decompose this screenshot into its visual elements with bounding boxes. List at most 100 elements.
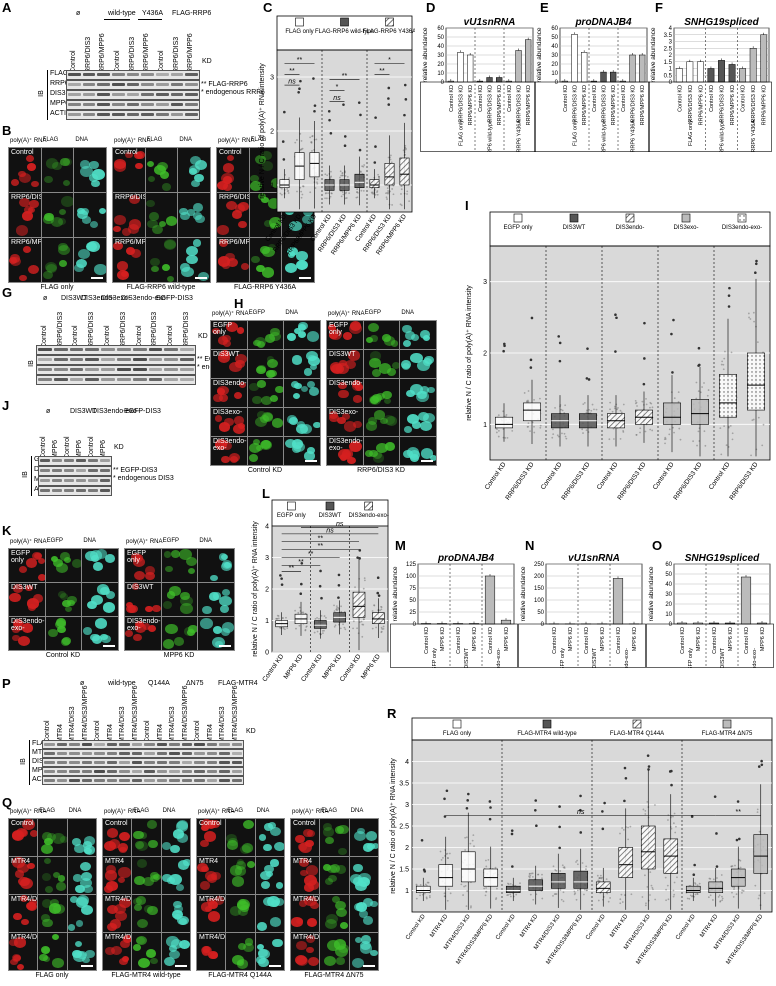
data-point bbox=[339, 170, 342, 173]
cell-nucleus bbox=[417, 360, 431, 371]
blot-band bbox=[97, 73, 110, 76]
micro-tile bbox=[399, 320, 437, 350]
micro-row-label: MTR4/DIS3 bbox=[199, 896, 226, 903]
data-point bbox=[505, 413, 508, 416]
blot-band bbox=[219, 742, 230, 746]
data-point bbox=[651, 429, 654, 432]
cell-nucleus bbox=[365, 336, 374, 344]
outlier-point bbox=[615, 316, 618, 320]
outlier-point bbox=[503, 342, 506, 346]
cell-nucleus bbox=[373, 451, 383, 459]
blot-strip bbox=[42, 758, 244, 767]
data-point bbox=[495, 897, 498, 899]
data-point bbox=[563, 432, 566, 435]
data-point bbox=[758, 830, 761, 833]
cell-nucleus bbox=[146, 160, 154, 167]
cell-nucleus bbox=[147, 625, 156, 633]
cell-nucleus bbox=[92, 169, 106, 180]
data-point bbox=[575, 898, 578, 901]
data-point bbox=[593, 408, 595, 411]
cell-nucleus bbox=[225, 200, 237, 210]
data-point bbox=[485, 890, 488, 893]
legend-label: DIS3WT bbox=[319, 513, 342, 519]
cell-nucleus bbox=[67, 595, 78, 605]
blot-band bbox=[100, 479, 110, 482]
data-point bbox=[341, 191, 344, 193]
cell-nucleus bbox=[176, 833, 189, 843]
blot-band bbox=[144, 751, 155, 755]
data-point bbox=[335, 609, 338, 611]
cell-nucleus bbox=[170, 844, 181, 854]
outlier-point bbox=[376, 576, 380, 580]
cell-nucleus bbox=[347, 350, 361, 361]
data-point bbox=[392, 193, 395, 196]
x-tick-label: Control KD bbox=[563, 85, 569, 112]
cell-nucleus bbox=[299, 858, 310, 867]
data-point bbox=[423, 892, 426, 895]
box bbox=[495, 416, 513, 429]
blot-band bbox=[131, 742, 142, 746]
data-point bbox=[300, 196, 303, 199]
outlier-point bbox=[529, 358, 533, 362]
cell-nucleus bbox=[58, 244, 71, 256]
kd-label: KD bbox=[246, 728, 256, 735]
cell-nucleus bbox=[200, 881, 211, 890]
y-axis-label: relative abundance bbox=[422, 27, 429, 82]
cell-nucleus bbox=[136, 859, 147, 868]
data-point bbox=[554, 869, 557, 871]
data-point bbox=[335, 605, 338, 608]
cell-nucleus bbox=[416, 391, 430, 402]
blot-band bbox=[132, 358, 147, 361]
significance-label: ** bbox=[297, 57, 303, 64]
data-point bbox=[664, 876, 667, 879]
data-point bbox=[300, 190, 303, 193]
cell-nucleus bbox=[119, 831, 130, 841]
cell-nucleus bbox=[370, 335, 378, 342]
cell-nucleus bbox=[55, 882, 67, 891]
cell-nucleus bbox=[226, 257, 238, 268]
data-point bbox=[595, 408, 598, 411]
cell-nucleus bbox=[125, 151, 133, 159]
cell-nucleus bbox=[78, 248, 91, 259]
micro-col-label: FLAG bbox=[321, 808, 337, 814]
data-point bbox=[382, 627, 385, 630]
data-point bbox=[696, 893, 699, 896]
data-point bbox=[329, 195, 332, 198]
cell-nucleus bbox=[219, 350, 230, 360]
cell-nucleus bbox=[237, 422, 246, 430]
cell-nucleus bbox=[339, 454, 348, 461]
bar bbox=[639, 54, 646, 83]
cell-nucleus bbox=[327, 323, 336, 331]
micro-col-label: DNA bbox=[68, 808, 82, 814]
data-point bbox=[419, 884, 422, 886]
data-point bbox=[277, 617, 280, 620]
cell-nucleus bbox=[27, 862, 36, 870]
micro-row-label: MTR4 bbox=[11, 858, 31, 865]
y-tick-label: 0 bbox=[541, 622, 545, 628]
y-tick-label: 0 bbox=[555, 80, 559, 86]
panel-label-m: M bbox=[395, 538, 406, 553]
cell-nucleus bbox=[164, 565, 173, 573]
cell-nucleus bbox=[289, 416, 299, 425]
micro-tile: Control bbox=[8, 147, 42, 193]
cell-nucleus bbox=[256, 956, 266, 965]
micro-tile: RRP6/DIS3 bbox=[8, 192, 42, 238]
cell-nucleus bbox=[17, 635, 30, 646]
data-point bbox=[562, 900, 565, 903]
blot-band bbox=[88, 489, 98, 492]
data-point bbox=[557, 435, 560, 438]
data-point bbox=[282, 627, 285, 630]
blot-band bbox=[132, 378, 147, 381]
x-tick-label: RRP6/DIS3 KD bbox=[720, 85, 726, 123]
cell-nucleus bbox=[365, 420, 378, 431]
cell-nucleus bbox=[327, 939, 340, 951]
data-point bbox=[463, 885, 466, 888]
cell-nucleus bbox=[176, 884, 185, 891]
micro-tile: MTR4/DIS3 bbox=[196, 894, 227, 933]
blot-strip bbox=[36, 355, 196, 365]
x-tick-label: RRP6/MPP6 KD bbox=[526, 85, 532, 125]
data-point bbox=[611, 410, 614, 413]
y-tick-label: 40 bbox=[665, 582, 672, 588]
micro-tile bbox=[246, 436, 285, 466]
cell-nucleus bbox=[324, 836, 334, 845]
